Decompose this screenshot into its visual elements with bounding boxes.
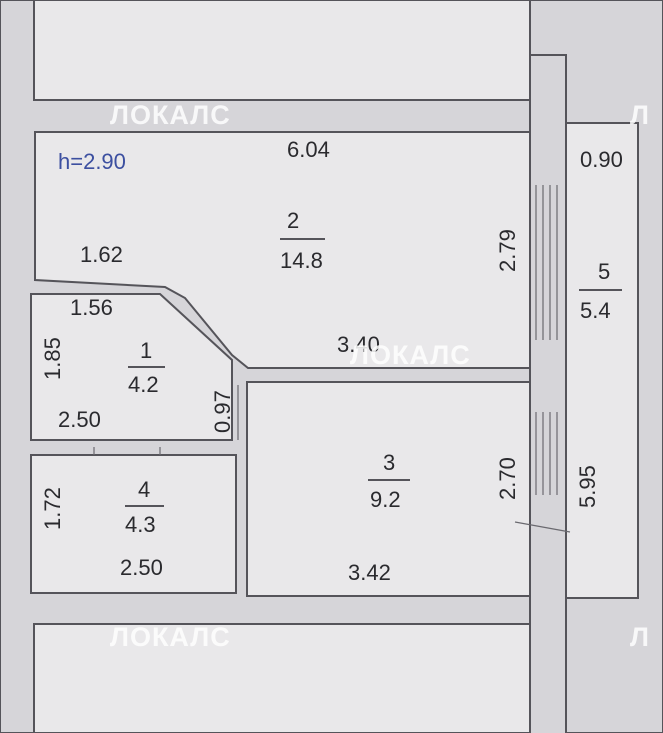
dim-room2-left: 1.62 (80, 242, 123, 267)
exterior-wall-right (529, 54, 567, 733)
dim-room1-bottom: 2.50 (58, 407, 101, 432)
room-2-number: 2 (287, 208, 299, 233)
dim-room3-bottom: 3.42 (348, 560, 391, 585)
dim-room1-left: 1.85 (40, 337, 65, 380)
dim-room3-right: 2.70 (495, 457, 520, 500)
neighbor-room-top (0, 0, 531, 101)
room-4-number: 4 (138, 477, 150, 502)
watermark-top-right: Л (630, 100, 650, 130)
room-4-area: 4.3 (125, 512, 156, 537)
room-2-area: 14.8 (280, 248, 323, 273)
room-5-area: 5.4 (580, 298, 611, 323)
dim-room4-bottom: 2.50 (120, 555, 163, 580)
window-room-3 (514, 412, 571, 533)
room-1-number: 1 (140, 338, 152, 363)
watermark-bottom: ЛОКАЛС (110, 622, 231, 652)
room-3 (246, 381, 531, 597)
room-1-area: 4.2 (128, 372, 159, 397)
watermark-bottom-right: Л (630, 622, 650, 652)
room-5-balcony (565, 122, 639, 599)
ceiling-height: h=2.90 (58, 149, 126, 174)
window-room-2 (535, 185, 558, 340)
dim-room2-top: 6.04 (287, 137, 330, 162)
room-5-number: 5 (598, 259, 610, 284)
dim-room1-top: 1.56 (70, 295, 113, 320)
watermark-middle: ЛОКАЛС (350, 340, 471, 370)
dim-room2-bottom: 3.40 (337, 332, 380, 357)
dim-room1-diag: 0.97 (210, 390, 235, 433)
dim-balcony-length: 5.95 (575, 465, 600, 508)
dim-room2-right: 2.79 (495, 229, 520, 272)
watermark-top: ЛОКАЛС (110, 100, 231, 130)
room-3-area: 9.2 (370, 487, 401, 512)
dim-room4-left: 1.72 (40, 487, 65, 530)
neighbor-room-bottom (33, 623, 531, 733)
room-4 (30, 454, 237, 594)
dim-balcony-width: 0.90 (580, 147, 623, 172)
room-3-number: 3 (383, 450, 395, 475)
